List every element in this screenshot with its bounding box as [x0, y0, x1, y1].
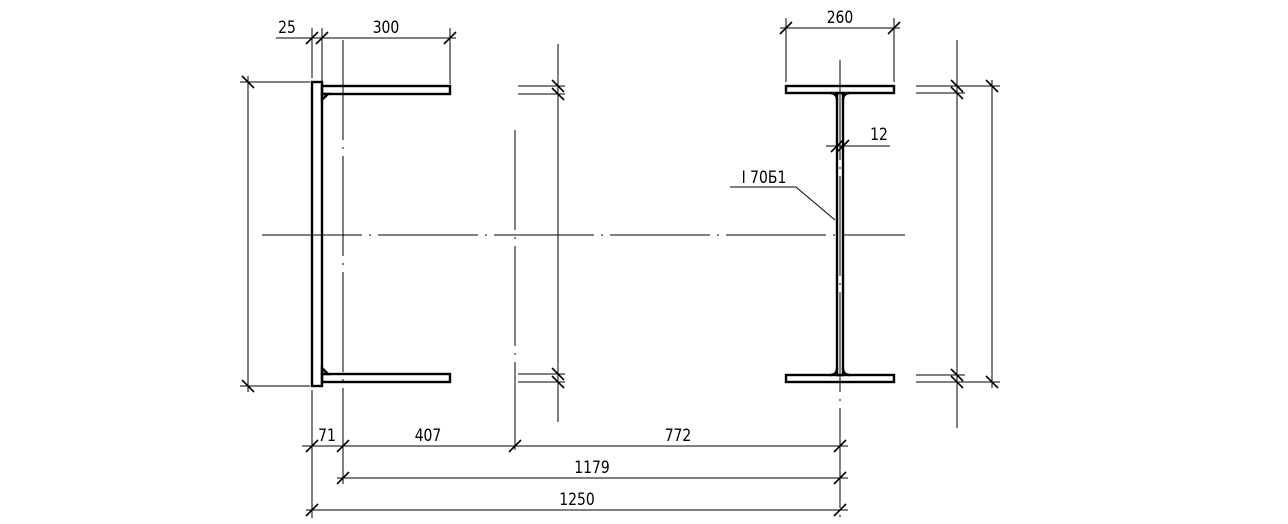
ibeam-profile-callout: I 70Б1 [730, 168, 836, 221]
channel-bottom-flange [320, 372, 452, 384]
dim-25: 25 [278, 18, 296, 38]
dim-top-channel: 25 300 [276, 18, 457, 84]
weld-bottom [320, 365, 331, 376]
dim-656: 656 22 22 [0, 0, 565, 422]
dim-16-bottom: 16 [0, 0, 9, 4]
dim-web-12: 12 [826, 125, 890, 153]
ibeam-profile-label: I 70Б1 [742, 168, 787, 188]
dim-669: 669 16 16 [0, 0, 965, 428]
dim-22-bottom: 22 [0, 0, 9, 4]
dim-700: 700 [0, 0, 1000, 389]
dim-1179: 1179 [574, 458, 609, 478]
dim-top-ibeam: 260 [779, 8, 901, 82]
dim-12: 12 [870, 125, 888, 145]
axis-lines [262, 40, 905, 520]
dim-669: 669 [0, 0, 13, 4]
dim-1250: 1250 [305, 490, 848, 517]
dim-260: 260 [827, 8, 854, 28]
dim-1179: 1179 [336, 458, 848, 485]
channel-section [310, 80, 452, 388]
dim-bottom-chain: 71 407 772 [302, 390, 848, 518]
dim-22-top: 22 [0, 0, 9, 4]
dim-300: 300 [373, 18, 400, 38]
channel-web-plate [310, 80, 324, 388]
dim-407: 407 [415, 426, 442, 446]
dim-720: 720 [0, 0, 13, 4]
ibeam-fillets [829, 91, 851, 377]
weld-top [320, 92, 331, 103]
dim-71: 71 [318, 426, 336, 446]
dim-1250: 1250 [559, 490, 594, 510]
dim-700: 700 [0, 0, 13, 4]
dim-720: 720 [0, 0, 310, 393]
dim-656: 656 [0, 0, 13, 4]
dim-16-top: 16 [0, 0, 9, 4]
channel-top-flange [320, 84, 452, 96]
dim-772: 772 [665, 426, 692, 446]
